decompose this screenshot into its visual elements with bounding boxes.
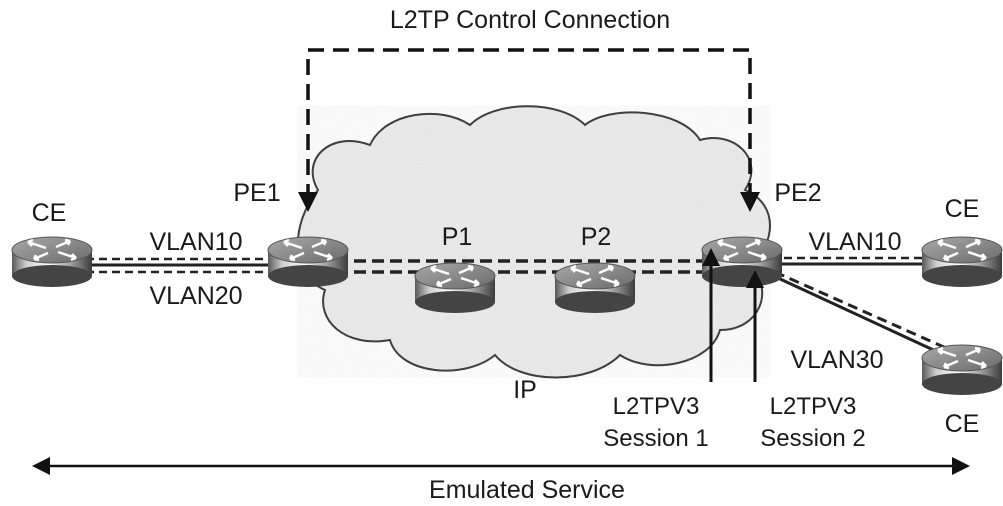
router-icon-ce-right-top bbox=[920, 235, 1003, 289]
ip-cloud-label: IP bbox=[513, 376, 537, 404]
ip-cloud-texture bbox=[297, 106, 770, 378]
emulated-service-arrowhead-left bbox=[32, 457, 50, 475]
ce-right-top-label: CE bbox=[945, 195, 980, 223]
right-vlan10-label: VLAN10 bbox=[808, 228, 901, 256]
session-2-line1: L2TPV3 bbox=[770, 393, 857, 420]
router-icon-ce-right-bottom bbox=[920, 343, 1003, 397]
pe1-label: PE1 bbox=[233, 179, 280, 207]
router-icon-p1 bbox=[413, 261, 497, 315]
control-connection-title: L2TP Control Connection bbox=[390, 6, 670, 34]
router-icon-pe1 bbox=[266, 235, 350, 289]
session-1-line2: Session 1 bbox=[603, 425, 708, 452]
control-arrow-pe1 bbox=[298, 192, 318, 212]
session-1-line1: L2TPV3 bbox=[613, 393, 700, 420]
control-arrow-pe2 bbox=[740, 192, 760, 212]
session-2-line2: Session 2 bbox=[760, 425, 865, 452]
left-vlan10-label: VLAN10 bbox=[149, 228, 242, 256]
emulated-service-label: Emulated Service bbox=[429, 476, 625, 504]
link-right-bottom-dash bbox=[774, 270, 956, 354]
pe2-label: PE2 bbox=[774, 179, 821, 207]
p1-label: P1 bbox=[442, 223, 473, 251]
ce-right-bottom-label: CE bbox=[945, 410, 980, 438]
router-icon-ce-left bbox=[10, 235, 94, 289]
emulated-service-arrowhead-right bbox=[952, 457, 970, 475]
session-1-arrowhead bbox=[702, 248, 720, 266]
left-vlan20-label: VLAN20 bbox=[149, 282, 242, 310]
session-2-arrowhead bbox=[746, 270, 764, 288]
control-connection-path bbox=[306, 48, 752, 200]
right-vlan30-label: VLAN30 bbox=[790, 346, 883, 374]
router-icon-p2 bbox=[553, 261, 637, 315]
p2-label: P2 bbox=[581, 223, 612, 251]
ce-left-label: CE bbox=[32, 199, 67, 227]
link-right-bottom-solid bbox=[764, 270, 956, 362]
